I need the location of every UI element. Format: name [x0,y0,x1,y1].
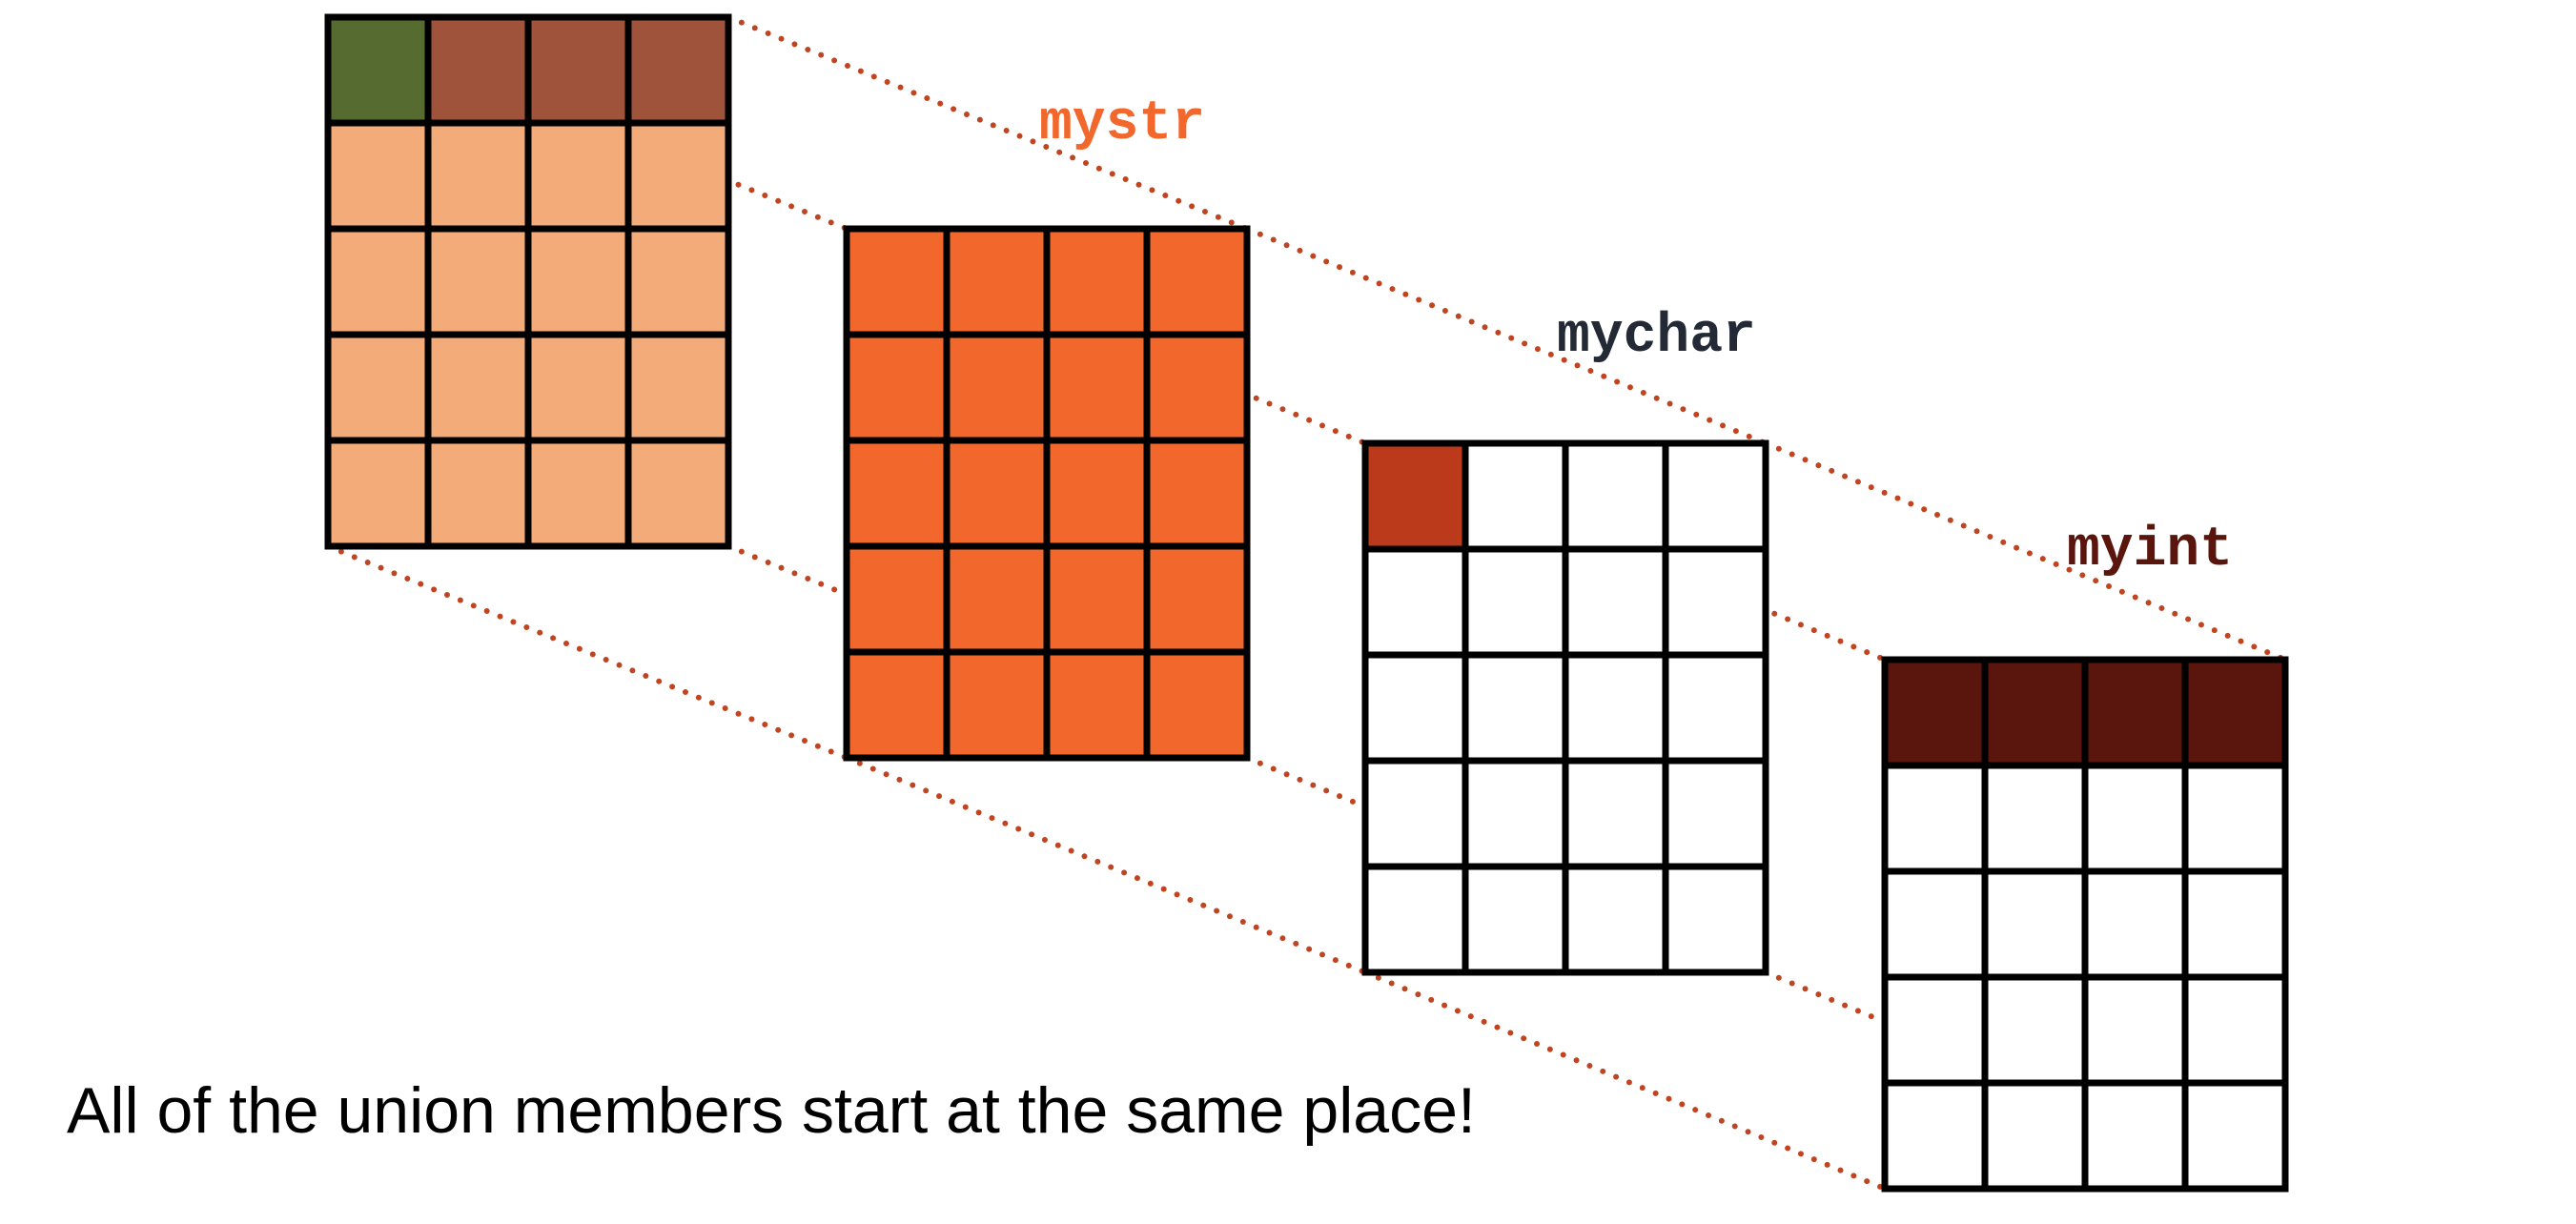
byte-cell [324,437,432,550]
caption-text: All of the union members start at the sa… [67,1074,1476,1147]
byte-cell [1361,545,1469,659]
byte-cell [424,119,532,233]
byte-cell [1981,762,2089,875]
block-mychar [1361,439,1769,976]
byte-cell [943,225,1051,338]
connector-bottom-left-1 [844,755,1368,975]
byte-cell [1462,545,1569,659]
byte-cell [624,331,732,444]
byte-cell [1043,648,1151,762]
byte-cell [2181,973,2289,1087]
byte-cell [524,225,632,338]
byte-cell [524,13,632,127]
byte-cell [324,331,432,444]
byte-cell [1562,651,1669,765]
byte-cell [424,225,532,338]
byte-cell [2181,656,2289,769]
byte-cell [843,437,951,550]
byte-cell [943,542,1051,656]
byte-cell [1361,863,1469,976]
byte-cell [1043,437,1151,550]
byte-cell [1662,757,1769,870]
byte-cell [943,437,1051,550]
byte-cell [2081,656,2189,769]
label-mychar: mychar [1557,306,1756,368]
byte-cell [1662,439,1769,553]
byte-cell [2081,867,2189,981]
byte-cell [624,119,732,233]
byte-cell [624,437,732,550]
byte-cell [1881,1079,1989,1193]
byte-cell [943,331,1051,444]
byte-cell [843,331,951,444]
byte-cell [1662,651,1769,765]
byte-cell [2181,762,2289,875]
byte-cell [624,13,732,127]
byte-cell [943,648,1051,762]
byte-cell [1562,757,1669,870]
byte-cell [2181,1079,2289,1193]
block-union [324,13,732,550]
byte-cell [1143,225,1251,338]
byte-cell [424,13,532,127]
block-myint [1881,656,2289,1193]
byte-cell [1881,762,1989,875]
byte-cell [624,225,732,338]
byte-cell [2081,1079,2189,1193]
byte-cell [2181,867,2289,981]
byte-cell [1662,545,1769,659]
byte-cell [1143,542,1251,656]
byte-cell [1361,439,1469,553]
byte-cell [1881,867,1989,981]
byte-cell [2081,973,2189,1087]
byte-cell [843,225,951,338]
byte-cell [843,542,951,656]
byte-cell [843,648,951,762]
byte-cell [1143,437,1251,550]
byte-cell [1361,757,1469,870]
byte-cell [1462,651,1569,765]
byte-cell [524,331,632,444]
byte-cell [1361,651,1469,765]
block-mystr [843,225,1251,762]
byte-cell [524,119,632,233]
label-myint: myint [2067,520,2233,581]
byte-cell [1662,863,1769,976]
byte-cell [1981,973,2089,1087]
byte-cell [324,13,432,127]
byte-cell [1462,863,1569,976]
member-labels: mystr mychar myint [1039,93,2233,581]
byte-cell [1881,656,1989,769]
byte-cell [1981,656,2089,769]
byte-cell [1462,757,1569,870]
byte-cell [1043,542,1151,656]
byte-cell [1143,648,1251,762]
byte-cell [1981,1079,2089,1193]
byte-cell [2081,762,2189,875]
byte-cell [424,437,532,550]
byte-cell [324,225,432,338]
memory-blocks [324,13,2289,1193]
byte-cell [324,119,432,233]
byte-cell [1562,863,1669,976]
byte-cell [1981,867,2089,981]
byte-cell [1043,225,1151,338]
byte-cell [424,331,532,444]
byte-cell [524,437,632,550]
byte-cell [1462,439,1569,553]
byte-cell [1143,331,1251,444]
byte-cell [1881,973,1989,1087]
connector-bottom-left-0 [325,543,849,761]
byte-cell [1562,439,1669,553]
label-mystr: mystr [1039,93,1205,155]
byte-cell [1043,331,1151,444]
byte-cell [1562,545,1669,659]
